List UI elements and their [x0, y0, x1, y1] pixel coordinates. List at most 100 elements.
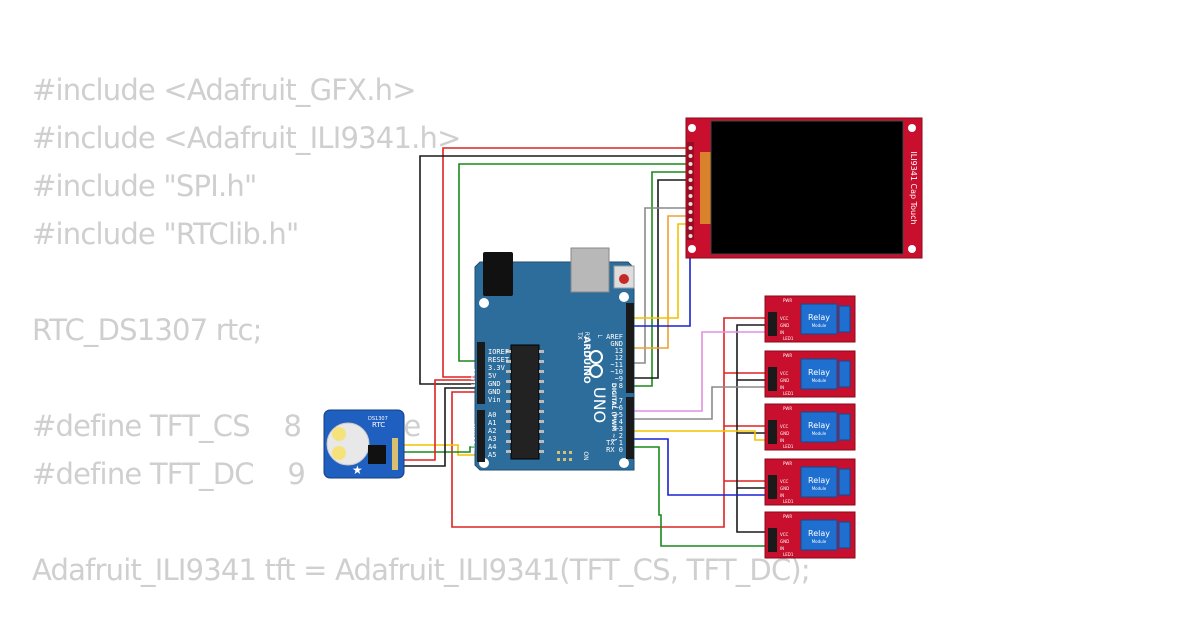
wire-relay1-in[interactable] — [628, 331, 769, 412]
digital-pin-labels-top: AREF GND 13 12 ~11 ~10 ~9 8 — [606, 333, 623, 390]
relay-vcc-label: VCC — [780, 316, 789, 321]
code-line: #include <Adafruit_ILI9341.h> — [32, 121, 461, 155]
code-line: Adafruit_ILI9341 tft = Adafruit_ILI9341(… — [32, 553, 811, 587]
star-icon: ★ — [352, 463, 363, 477]
relay-pwr-label: PWR — [783, 406, 792, 411]
pin-6: ~6 — [615, 404, 623, 412]
relay-label: Relay — [808, 313, 830, 322]
relay-block — [800, 411, 838, 443]
relay-vcc-label: VCC — [780, 371, 789, 376]
wire-rtc-gnd[interactable] — [398, 387, 480, 467]
wire-relay5-in[interactable] — [628, 446, 769, 547]
relay-3[interactable]: PWR VCC GND IN LED1 Relay Module — [764, 403, 856, 451]
relay-terminal — [838, 305, 851, 333]
arduino-uno[interactable]: ARDUINO UNO ON TX RX L DIGITAL (PWM ~) P… — [469, 247, 635, 471]
pin-8: 8 — [619, 382, 623, 390]
pin-4: 4 — [619, 418, 623, 426]
tft-display[interactable]: ILI9341 Cap Touch — [685, 117, 923, 259]
wire-tft-mosi[interactable] — [628, 215, 692, 349]
pin-10: ~10 — [610, 368, 623, 376]
relay-sublabel: Module — [812, 378, 827, 383]
arduino-brand: ARDUINO — [581, 336, 591, 384]
relay-gnd-label: GND — [780, 486, 789, 491]
wire-rtc-sda[interactable] — [398, 444, 480, 456]
tx-label: TX — [576, 331, 583, 340]
relay-led-label: LED1 — [783, 499, 794, 504]
code-line: #define TFT_DC 9 — [32, 457, 306, 491]
code-line: #include "SPI.h" — [32, 169, 257, 203]
pin-a3: A3 — [488, 435, 496, 443]
relay-sublabel: Module — [812, 431, 827, 436]
relay-1[interactable]: PWR VCC GND IN LED1 Relay Module — [764, 295, 856, 343]
wire-relay3-in[interactable] — [628, 430, 769, 441]
relay-gnd-label: GND — [780, 539, 789, 544]
relay-5[interactable]: PWR VCC GND IN LED1 Relay Module — [764, 511, 856, 559]
l-label: L — [596, 334, 603, 338]
wire-relay-gnd[interactable] — [736, 324, 769, 533]
pin-5: ~5 — [615, 411, 623, 419]
pin-2: 2 — [619, 432, 623, 440]
pin-ioref: IOREF — [488, 348, 509, 356]
wire-tft-gnd[interactable] — [419, 155, 692, 385]
relay-gnd-label: GND — [780, 378, 789, 383]
relay-pwr-label: PWR — [783, 353, 792, 358]
usb-port — [570, 247, 610, 293]
pin-9: ~9 — [615, 375, 623, 383]
tft-label: ILI9341 Cap Touch — [909, 151, 918, 224]
relay-in-label: IN — [780, 493, 784, 498]
power-jack — [483, 252, 513, 296]
rx-label: RX — [583, 332, 590, 340]
wire-tft-sck[interactable] — [628, 223, 692, 319]
rtc-module[interactable]: RTC DS1307 ★ — [323, 409, 405, 479]
wires — [398, 147, 769, 547]
relay-in-label: IN — [780, 330, 784, 335]
relay-led-label: LED1 — [783, 552, 794, 557]
relay-terminal — [838, 468, 851, 496]
wire-rtc-vcc[interactable] — [398, 379, 480, 461]
relay-pwr-label: PWR — [783, 514, 792, 519]
wire-relay4-in[interactable] — [628, 438, 769, 496]
relay-block — [800, 358, 838, 390]
relay-label: Relay — [808, 476, 830, 485]
rtc-chip — [368, 445, 386, 464]
pin-a0: A0 — [488, 411, 496, 419]
wire-relay2-in[interactable] — [628, 386, 769, 420]
relay-4[interactable]: PWR VCC GND IN LED1 Relay Module — [764, 458, 856, 506]
relay-terminal — [838, 360, 851, 388]
pin-1: TX 1 — [606, 439, 623, 447]
pin-a1: A1 — [488, 419, 496, 427]
rtc-chip-label: DS1307 — [368, 416, 388, 422]
wire-rtc-scl[interactable] — [398, 446, 480, 453]
relay-pwr-label: PWR — [783, 461, 792, 466]
pin-a4: A4 — [488, 443, 496, 451]
code-line: #include "RTClib.h" — [32, 217, 299, 251]
wire-tft-cs[interactable] — [628, 171, 692, 387]
pin-13: 13 — [615, 347, 623, 355]
wire-tft-miso[interactable] — [628, 231, 692, 327]
relay-vcc-label: VCC — [780, 532, 789, 537]
wire-tft-dc[interactable] — [628, 207, 692, 364]
relay-sublabel: Module — [812, 323, 827, 328]
relay-terminal — [838, 521, 851, 549]
pin-12: 12 — [615, 354, 623, 362]
relay-terminal — [838, 413, 851, 441]
wire-tft-green[interactable] — [458, 163, 692, 362]
wire-tft-vcc[interactable] — [442, 147, 692, 378]
code-line: RTC_DS1307 rtc; — [32, 313, 262, 347]
reset-button[interactable] — [613, 265, 635, 289]
relay-gnd-label: GND — [780, 323, 789, 328]
pin-0: RX 0 — [606, 446, 623, 454]
relay-vcc-label: VCC — [780, 479, 789, 484]
wire-tft-reset[interactable] — [628, 179, 692, 379]
pin-aref: AREF — [606, 333, 623, 341]
pin-3v3: 3.3V — [488, 364, 506, 372]
analog-pin-labels: A0 A1 A2 A3 A4 A5 — [488, 411, 496, 459]
relay-label: Relay — [808, 529, 830, 538]
relay-gnd-label: GND — [780, 431, 789, 436]
code-line: #include <Adafruit_GFX.h> — [32, 73, 417, 107]
relay-in-label: IN — [780, 438, 784, 443]
wire-relay-vcc[interactable] — [451, 317, 769, 528]
relay-2[interactable]: PWR VCC GND IN LED1 Relay Module — [764, 350, 856, 398]
relay-led-label: LED1 — [783, 391, 794, 396]
pin-reset: RESET — [488, 356, 510, 364]
